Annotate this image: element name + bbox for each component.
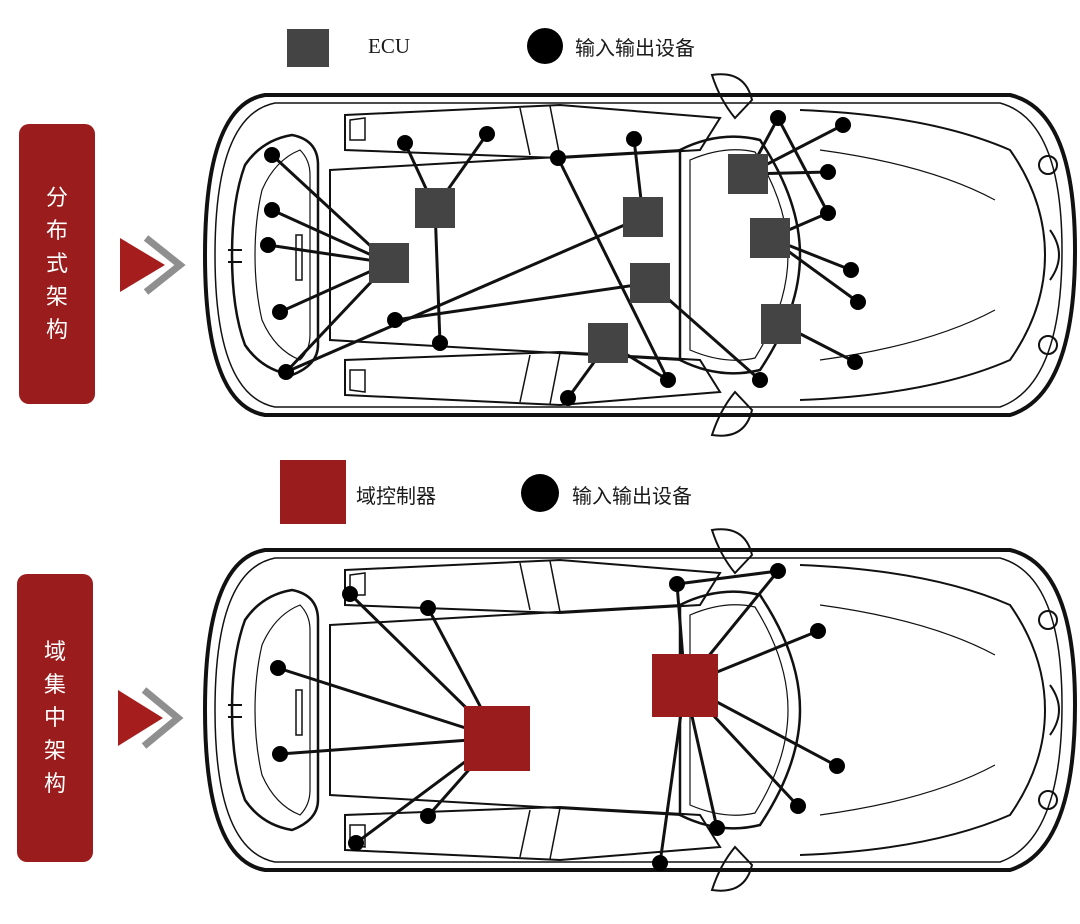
io-device-dot	[790, 798, 806, 814]
io-device-dot	[820, 164, 836, 180]
ecu-box	[369, 243, 409, 283]
chevron-arrow-top	[120, 235, 186, 295]
distributed-architecture-label: 分 布 式 架 构	[19, 124, 95, 404]
io-device-dot	[829, 758, 845, 774]
ecu-box	[728, 154, 768, 194]
ecu-boxes-top	[369, 154, 801, 363]
label-char: 架	[43, 738, 66, 764]
io-device-dot	[835, 117, 851, 133]
ecu-box	[761, 304, 801, 344]
legend-io-label-bottom: 输入输出设备	[572, 484, 692, 508]
legend-io-dot-bottom	[521, 474, 559, 512]
io-device-dot	[264, 147, 280, 163]
io-device-dot	[843, 262, 859, 278]
io-device-dot	[348, 835, 364, 851]
io-device-dot	[550, 150, 566, 166]
label-char: 构	[43, 771, 66, 797]
label-char: 中	[43, 705, 66, 731]
label-char: 分	[45, 185, 68, 211]
io-device-dot	[260, 237, 276, 253]
legend-ecu-swatch	[287, 29, 329, 67]
io-device-dot	[820, 205, 836, 221]
ecu-box	[415, 188, 455, 228]
io-device-dot	[669, 576, 685, 592]
io-device-dot	[420, 600, 436, 616]
io-devices-bottom	[270, 563, 845, 871]
io-device-dot	[770, 110, 786, 126]
legend-ecu-label: ECU	[368, 34, 410, 58]
io-device-dot	[270, 660, 286, 676]
io-device-dot	[770, 563, 786, 579]
io-device-dot	[810, 623, 826, 639]
legend-controller-label: 域控制器	[356, 484, 436, 508]
io-device-dot	[709, 820, 725, 836]
io-device-dot	[387, 312, 403, 328]
legend-controller-swatch	[280, 460, 346, 524]
legend-io-dot-top	[527, 28, 563, 64]
io-device-dot	[397, 135, 413, 151]
io-device-dot	[420, 808, 436, 824]
domain-architecture-label: 域 集 中 架 构	[17, 574, 93, 862]
domain-controllers	[464, 654, 718, 771]
io-device-dot	[264, 202, 280, 218]
io-device-dot	[560, 390, 576, 406]
label-char: 架	[45, 284, 68, 310]
io-device-dot	[652, 855, 668, 871]
io-device-dot	[342, 586, 358, 602]
io-device-dot	[432, 335, 448, 351]
ecu-box	[750, 218, 790, 258]
io-device-dot	[850, 294, 866, 310]
ecu-box	[588, 323, 628, 363]
io-device-dot	[479, 126, 495, 142]
chevron-arrow-bottom	[118, 687, 184, 749]
ecu-box	[630, 263, 670, 303]
label-char: 式	[45, 251, 68, 277]
io-device-dot	[626, 131, 642, 147]
label-char: 集	[43, 672, 66, 698]
label-char: 构	[45, 317, 68, 343]
io-device-dot	[847, 354, 863, 370]
ecu-box	[623, 197, 663, 237]
label-char: 域	[43, 639, 66, 665]
domain-controller-box	[464, 706, 530, 771]
label-char: 布	[45, 218, 68, 244]
legend-io-label-top: 输入输出设备	[575, 36, 695, 60]
io-device-dot	[278, 364, 294, 380]
domain-controller-box	[652, 654, 718, 717]
io-devices-top	[260, 110, 866, 406]
io-device-dot	[752, 372, 768, 388]
io-device-dot	[272, 746, 288, 762]
car-outline-bottom	[203, 527, 1077, 893]
io-device-dot	[660, 372, 676, 388]
io-device-dot	[272, 304, 288, 320]
